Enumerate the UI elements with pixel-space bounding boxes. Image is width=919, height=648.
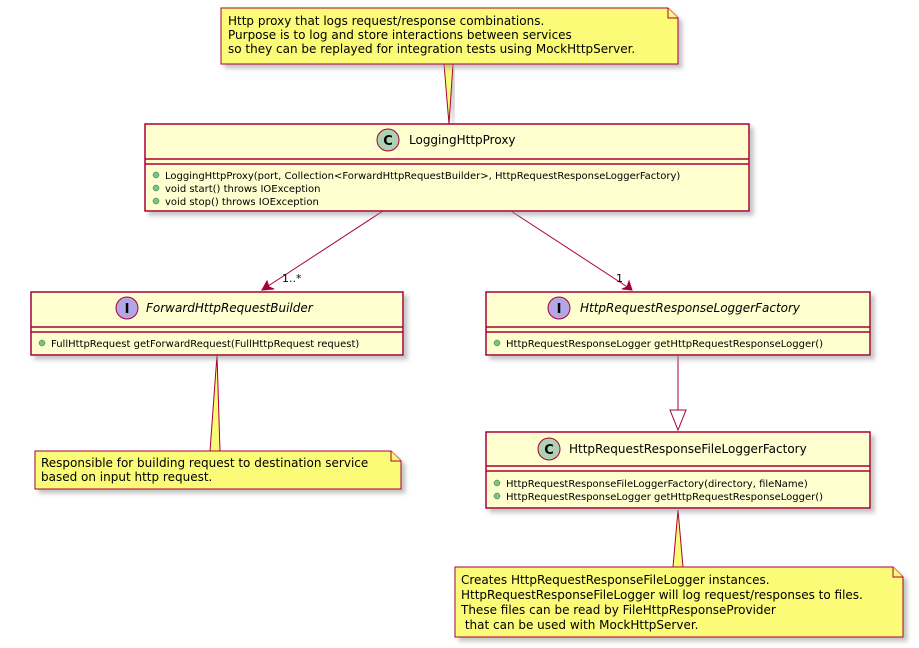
class-name: HttpRequestResponseFileLoggerFactory <box>569 442 807 456</box>
interface-glyph-icon <box>547 296 571 320</box>
member: HttpRequestResponseLogger getHttpRequest… <box>506 339 823 350</box>
class-http-request-response-file-logger-factory: C HttpRequestResponseFileLoggerFactory H… <box>485 431 871 509</box>
public-member-icon <box>493 492 501 500</box>
public-member-icon <box>152 184 160 192</box>
note-file-logger-line-3: These files can be read by FileHttpRespo… <box>460 603 776 617</box>
member: HttpRequestResponseFileLoggerFactory(dir… <box>506 479 808 490</box>
class-glyph-letter: C <box>383 134 393 149</box>
interface-name: HttpRequestResponseLoggerFactory <box>580 301 801 315</box>
interface-name: ForwardHttpRequestBuilder <box>146 301 314 315</box>
public-member-icon <box>152 197 160 205</box>
note-proxy-line-1: Http proxy that logs request/response co… <box>228 14 544 28</box>
interface-http-request-response-logger-factory: I HttpRequestResponseLoggerFactory HttpR… <box>485 291 871 356</box>
note-connector-file-logger <box>672 509 684 568</box>
public-member-icon <box>493 339 501 347</box>
interface-forward-http-request-builder: I ForwardHttpRequestBuilder FullHttpRequ… <box>30 291 404 356</box>
member: LoggingHttpProxy(port, Collection<Forwar… <box>165 171 680 182</box>
note-builder-line-2: based on input http request. <box>41 470 212 484</box>
inheritance-arrow <box>669 356 687 432</box>
public-member-icon <box>38 339 46 347</box>
association-proxy-to-builder: 1..* <box>261 210 384 291</box>
interface-glyph-letter: I <box>125 302 130 317</box>
note-connector-proxy <box>443 63 454 125</box>
member: void start() throws IOException <box>165 184 320 195</box>
association-proxy-to-factory: 1 <box>510 210 633 291</box>
interface-glyph-letter: I <box>557 302 562 317</box>
note-proxy: Http proxy that logs request/response co… <box>220 7 679 65</box>
multiplicity-builder: 1..* <box>282 272 302 285</box>
note-file-logger-line-4: that can be used with MockHttpServer. <box>461 618 699 632</box>
note-file-logger-line-1: Creates HttpRequestResponseFileLogger in… <box>461 573 770 587</box>
class-glyph-icon <box>376 128 400 152</box>
public-member-icon <box>493 479 501 487</box>
member: void stop() throws IOException <box>165 197 319 208</box>
note-proxy-line-2: Purpose is to log and store interactions… <box>228 28 572 42</box>
public-member-icon <box>152 171 160 179</box>
class-logging-http-proxy: C LoggingHttpProxy LoggingHttpProxy(port… <box>144 123 750 212</box>
note-file-logger-line-2: HttpRequestResponseFileLogger will log r… <box>461 588 863 602</box>
member: HttpRequestResponseLogger getHttpRequest… <box>506 492 823 503</box>
note-builder-line-1: Responsible for building request to dest… <box>41 456 368 470</box>
interface-glyph-icon <box>115 296 139 320</box>
note-file-logger: Creates HttpRequestResponseFileLogger in… <box>454 566 904 638</box>
note-connector-builder <box>209 354 221 452</box>
note-builder: Responsible for building request to dest… <box>34 450 402 490</box>
class-glyph-icon <box>537 437 561 461</box>
class-name: LoggingHttpProxy <box>409 133 516 147</box>
class-glyph-letter: C <box>544 443 554 458</box>
multiplicity-factory: 1 <box>616 272 623 285</box>
note-proxy-line-3: so they can be replayed for integration … <box>228 42 635 56</box>
member: FullHttpRequest getForwardRequest(FullHt… <box>51 339 359 350</box>
